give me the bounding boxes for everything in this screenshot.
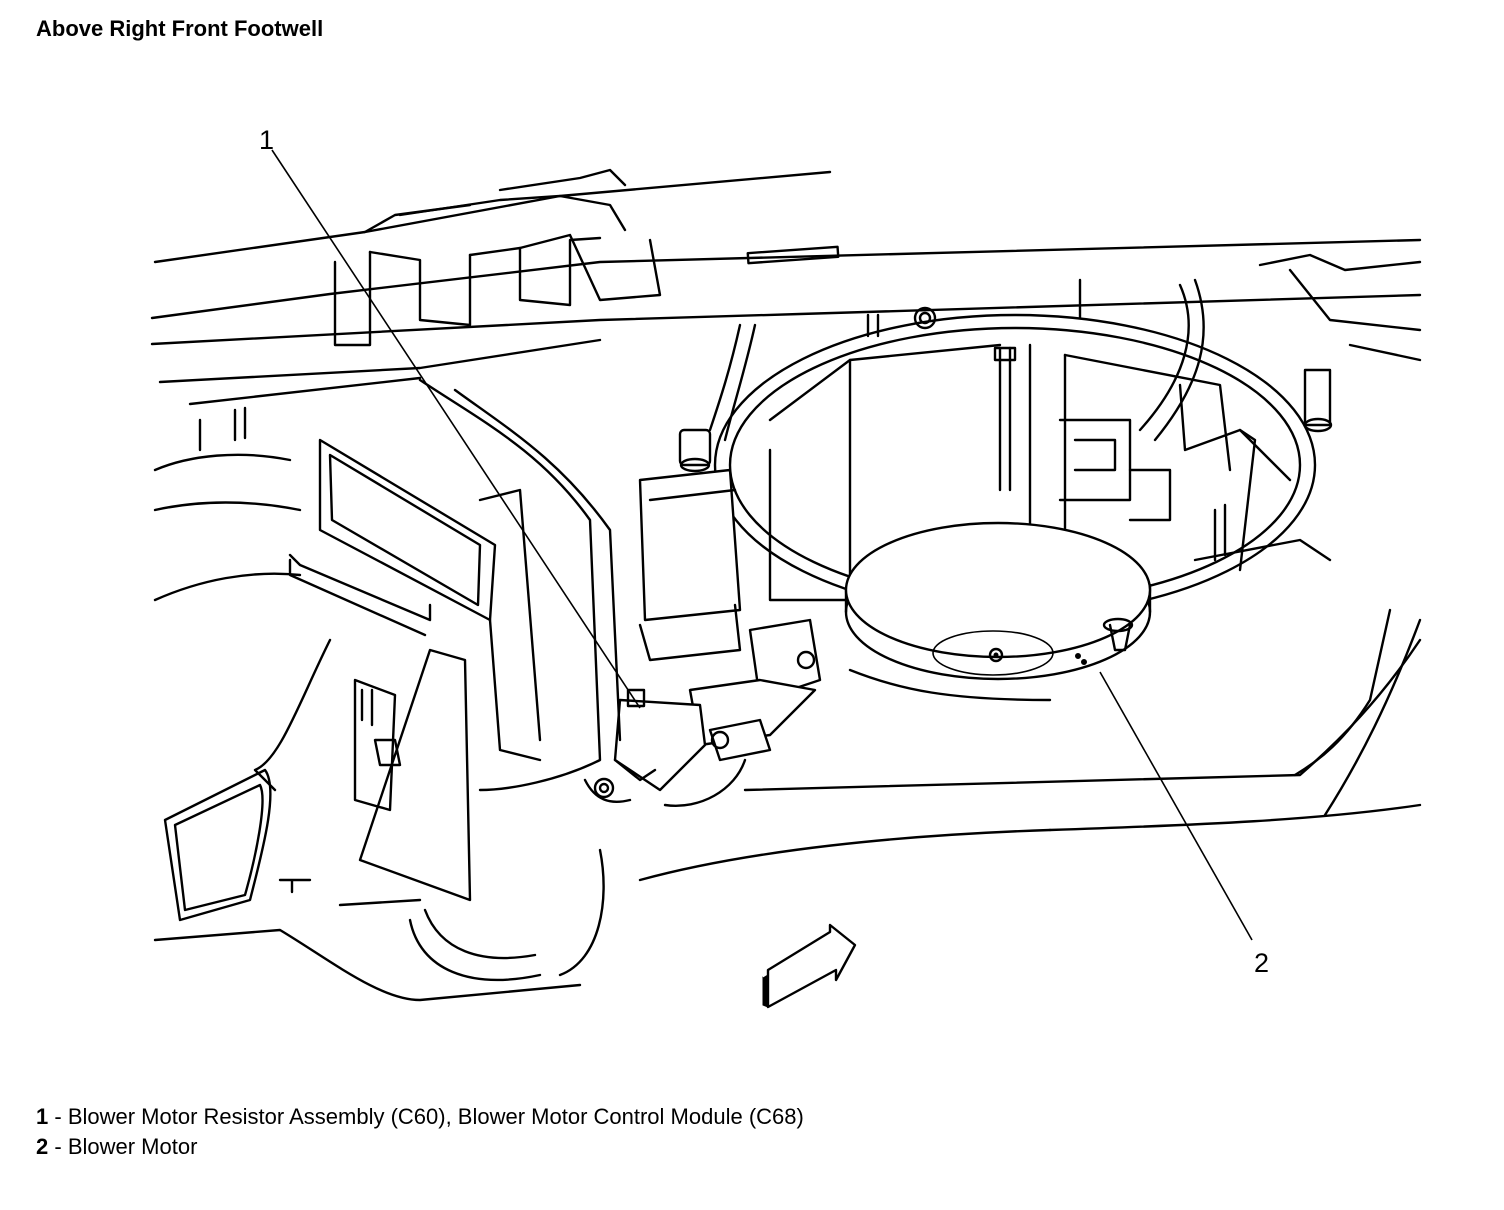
leader-line-2 — [1099, 671, 1253, 941]
legend-item: 2 - Blower Motor — [36, 1132, 804, 1162]
wiring-harness — [678, 278, 1333, 562]
legend-text: Blower Motor — [67, 1134, 198, 1159]
callout-1: 1 — [259, 125, 275, 155]
legend-number: 2 — [36, 1134, 49, 1159]
forward-arrow-icon — [762, 923, 857, 1009]
leader-line-1 — [271, 149, 641, 709]
duct-assembly — [163, 378, 622, 982]
resistor-assembly — [583, 468, 822, 807]
legend-separator: - — [48, 1134, 68, 1159]
blower-motor — [844, 521, 1332, 681]
lower-panel — [153, 453, 1422, 1002]
legend-number: 1 — [36, 1104, 49, 1129]
legend: 1 - Blower Motor Resistor Assembly (C60)… — [36, 1102, 804, 1162]
dash-panel — [150, 168, 1422, 406]
legend-item: 1 - Blower Motor Resistor Assembly (C60)… — [36, 1102, 804, 1132]
legend-text: Blower Motor Resistor Assembly (C60), Bl… — [67, 1104, 804, 1129]
legend-separator: - — [48, 1104, 68, 1129]
callout-2: 2 — [1254, 948, 1270, 978]
diagram-title: Above Right Front Footwell — [36, 16, 324, 41]
